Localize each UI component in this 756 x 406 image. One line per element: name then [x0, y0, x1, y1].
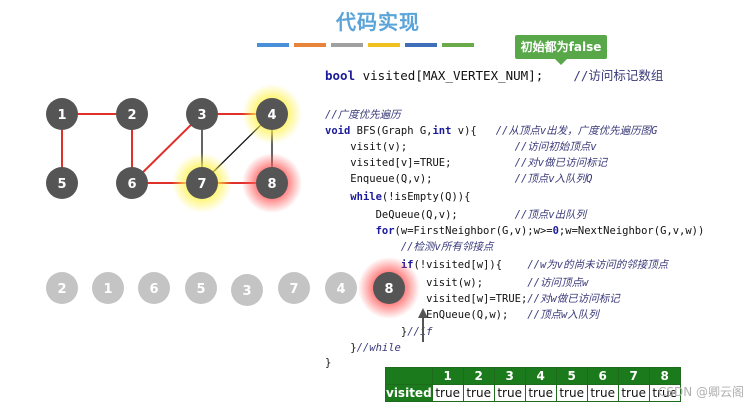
queue-item-label: 4: [336, 282, 345, 297]
visited-value-4: true: [524, 384, 557, 402]
queue-item: [46, 272, 78, 304]
queue-item: [231, 274, 263, 306]
visited-header-3: 3: [493, 367, 526, 385]
visited-value-7: true: [617, 384, 650, 402]
queue-item: [92, 272, 124, 304]
vertex-1: [46, 98, 78, 130]
code-line: //检测v所有邻接点: [400, 241, 494, 253]
visited-row-label: visited: [385, 384, 433, 402]
queue-item: [278, 272, 310, 304]
visited-header-5: 5: [555, 367, 588, 385]
visited-table-corner: [385, 367, 433, 385]
vertex-5: [46, 167, 78, 199]
visited-declaration: bool visited[MAX_VERTEX_NUM]; //访问标记数组: [325, 68, 664, 83]
visited-value-1: true: [431, 384, 464, 402]
code-line: Enqueue(Q,v); //顶点v入队列Q: [325, 173, 593, 185]
queue-item-label: 7: [289, 282, 298, 297]
code-line: visit(v); //访问初始顶点v: [325, 141, 597, 153]
title-stripe: [294, 43, 326, 47]
visited-value-2: true: [462, 384, 495, 402]
vertex-7: [186, 167, 218, 199]
visited-table: 1 2 3 4 5 6 7 8 visited true true true t…: [385, 367, 681, 402]
visited-value-3: true: [493, 384, 526, 402]
vertex-label-4: 4: [267, 108, 276, 123]
code-line: visit(w); //访问顶点w: [325, 277, 589, 289]
vertex-4: [256, 98, 288, 130]
code-line: }//while: [325, 342, 401, 354]
code-line: EnQueue(Q,w); //顶点w入队列: [426, 309, 599, 321]
vertex-8: [256, 167, 288, 199]
edge-6-3: [131, 113, 203, 184]
bfs-queue: 2 1 6 5 3 7 4 8: [46, 257, 420, 319]
queue-item-label: 1: [103, 282, 112, 297]
code-line: visited[w]=TRUE;//对w做已访问标记: [325, 293, 620, 305]
title-color-stripes: [257, 43, 479, 47]
vertex-6: [116, 167, 148, 199]
visited-header-1: 1: [431, 367, 464, 385]
title-stripe: [442, 43, 474, 47]
queue-item-label: 3: [242, 284, 251, 299]
page-title: 代码实现: [336, 10, 420, 34]
queue-item: [185, 272, 217, 304]
code-line: while(!isEmpty(Q)){: [350, 191, 471, 203]
queue-item-label: 8: [384, 282, 393, 297]
queue-item-label: 2: [57, 282, 66, 297]
visited-header-2: 2: [462, 367, 495, 385]
init-false-callout: 初始都为false: [515, 35, 607, 65]
code-line: }//if: [325, 326, 433, 338]
queue-item: [138, 272, 170, 304]
queue-item: [325, 272, 357, 304]
visited-header-7: 7: [617, 367, 650, 385]
code-line: //广度优先遍历: [325, 109, 401, 121]
visited-header-8: 8: [648, 367, 681, 385]
visited-header-6: 6: [586, 367, 619, 385]
visited-value-5: true: [555, 384, 588, 402]
code-line: DeQueue(Q,v); //顶点v出队列: [325, 209, 587, 221]
visited-value-6: true: [586, 384, 619, 402]
vertex-label-1: 1: [57, 108, 66, 123]
graph-diagram: 1 2 3 4 5 6 7 8: [46, 84, 302, 213]
visited-value-8: true: [648, 384, 681, 402]
queue-item-label: 5: [196, 282, 205, 297]
queue-item: [373, 272, 405, 304]
visited-header-4: 4: [524, 367, 557, 385]
code-line: void BFS(Graph G,int v){ //从顶点v出发，广度优先遍历…: [325, 125, 658, 137]
vertex-label-2: 2: [127, 108, 136, 123]
vertex-label-6: 6: [127, 177, 136, 192]
current-line-arrow: [418, 308, 428, 342]
queue-item-label: 6: [149, 282, 158, 297]
vertex-label-3: 3: [197, 108, 206, 123]
title-stripe: [331, 43, 363, 47]
title-stripe: [257, 43, 289, 47]
vertex-3: [186, 98, 218, 130]
vertex-label-8: 8: [267, 177, 276, 192]
title-stripe: [368, 43, 400, 47]
vertex-label-5: 5: [57, 177, 66, 192]
code-line: }: [325, 357, 332, 369]
title-stripe: [405, 43, 437, 47]
code-line: visited[v]=TRUE; //对v做已访问标记: [325, 157, 608, 169]
vertex-label-7: 7: [197, 177, 206, 192]
vertex-2: [116, 98, 148, 130]
code-line: for(w=FirstNeighbor(G,v);w>=0;w=NextNeig…: [375, 225, 705, 237]
watermark: CSDN @卿云阁: [657, 385, 744, 399]
